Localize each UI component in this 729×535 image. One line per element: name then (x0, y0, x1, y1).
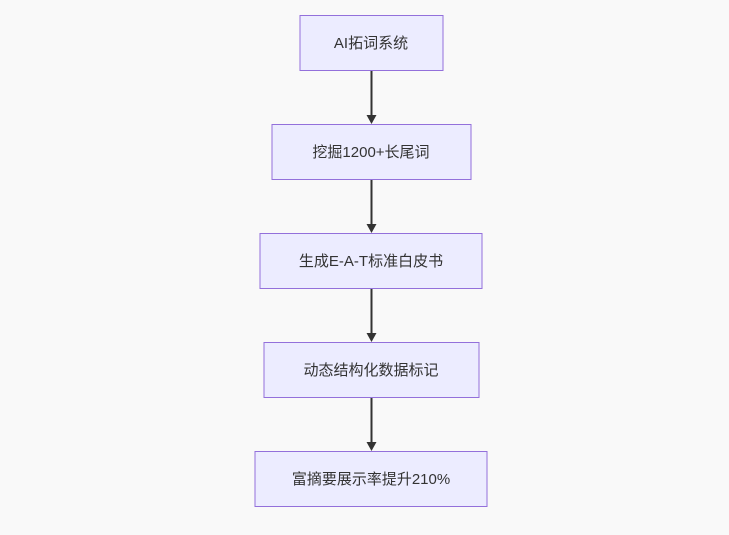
arrowhead-down-icon (366, 442, 376, 451)
edge-line (370, 398, 372, 442)
arrowhead-down-icon (366, 115, 376, 124)
edge-line (370, 71, 372, 115)
flow-node-rich-snippet-rate-increase: 富摘要展示率提升210% (254, 451, 488, 507)
flow-node-mine-longtail-keywords: 挖掘1200+长尾词 (271, 124, 471, 180)
edge-line (370, 289, 372, 333)
arrowhead-down-icon (366, 333, 376, 342)
flow-edge-4 (366, 398, 376, 451)
flow-node-dynamic-structured-data-markup: 动态结构化数据标记 (263, 342, 479, 398)
flow-node-ai-word-expansion-system: AI拓词系统 (299, 15, 443, 71)
arrowhead-down-icon (366, 224, 376, 233)
flowchart-column: AI拓词系统 挖掘1200+长尾词 生成E-A-T标准白皮书 动态结构化数据标记… (254, 15, 488, 507)
flow-edge-3 (366, 289, 376, 342)
flow-edge-1 (366, 71, 376, 124)
flow-node-generate-eat-whitepaper: 生成E-A-T标准白皮书 (259, 233, 483, 289)
flow-edge-2 (366, 180, 376, 233)
edge-line (370, 180, 372, 224)
